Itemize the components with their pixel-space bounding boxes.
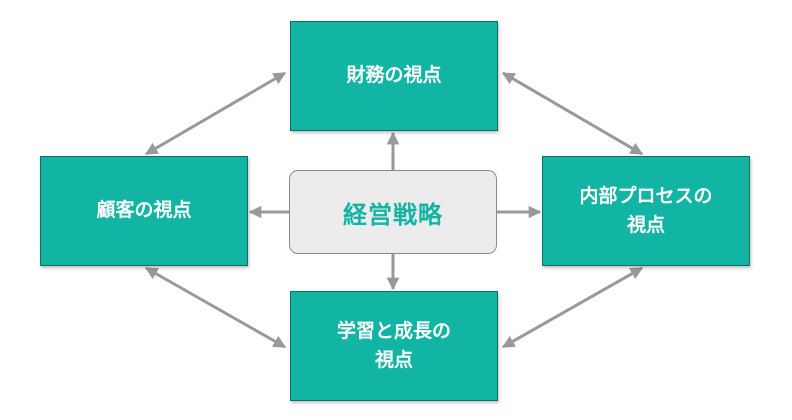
internal-process-perspective-label: 内部プロセスの 視点	[579, 184, 713, 236]
arrow-customer-learning	[144, 266, 287, 349]
learning-growth-perspective-box: 学習と成長の 視点	[290, 291, 498, 401]
customer-perspective-label: 顧客の視点	[96, 199, 192, 222]
arrow-finance-internal	[501, 71, 644, 156]
finance-perspective-label: 財務の視点	[346, 64, 442, 87]
internal-process-perspective-box: 内部プロセスの 視点	[542, 156, 750, 266]
arrow-finance-customer	[144, 71, 287, 156]
arrow-internal-learning	[501, 266, 644, 349]
finance-perspective-box: 財務の視点	[290, 21, 498, 131]
management-strategy-box: 経営戦略	[289, 170, 497, 254]
customer-perspective-box: 顧客の視点	[40, 156, 248, 266]
management-strategy-label: 経営戦略	[343, 200, 443, 229]
learning-growth-perspective-label: 学習と成長の 視点	[336, 319, 451, 371]
